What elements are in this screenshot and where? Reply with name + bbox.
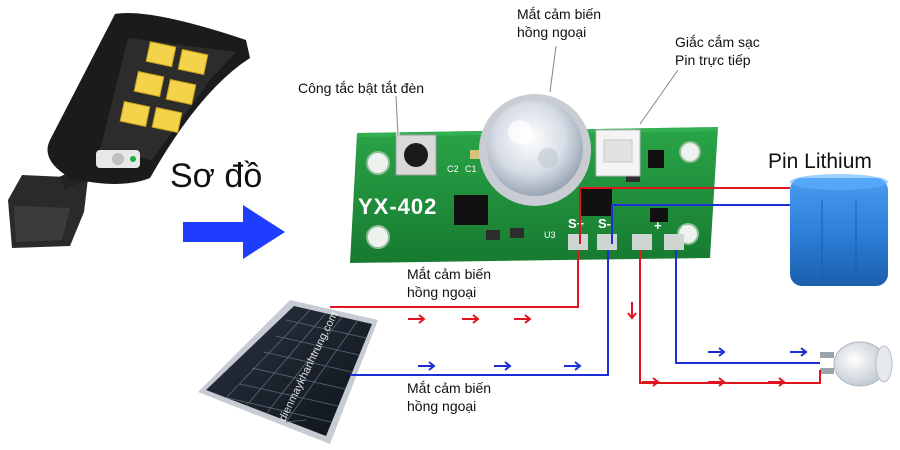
wire-blue-solar	[350, 250, 609, 376]
board-model: YX-402	[358, 194, 437, 219]
label-charging-socket-line1: Giắc cắm sạc	[675, 34, 760, 50]
flow-arrows	[408, 302, 808, 387]
diagram-title: Sơ đồ	[170, 157, 263, 195]
wire-blue-led	[675, 250, 820, 364]
led-bulb-icon	[820, 341, 893, 387]
label-pir-sensor: Mắt cảm biến hồng ngoại	[517, 5, 601, 41]
label-wire-blue-bottom: Mắt cảm biến hồng ngoại	[407, 379, 491, 415]
charging-socket	[595, 129, 641, 177]
wire-red-solar	[330, 250, 579, 308]
silk-b-plus: +	[654, 218, 662, 233]
wire-red-battery	[579, 187, 790, 244]
pir-dome-icon	[479, 94, 591, 206]
label-wire-red-top-line2: hồng ngoại	[407, 284, 477, 300]
label-wire-red-top-line1: Mắt cảm biến	[407, 266, 492, 282]
label-pir-sensor-line1: Mắt cảm biến	[517, 6, 602, 22]
silk-s-minus: S-	[598, 216, 611, 231]
silk-b-minus: -	[682, 218, 686, 233]
wire-blue-battery	[611, 204, 790, 244]
label-wire-red-top: Mắt cảm biến hồng ngoại	[407, 265, 491, 301]
pcb-board: YX-402 C1 C2 U3 S+ S- + -	[350, 94, 718, 263]
silk-c1: C1	[465, 164, 477, 174]
label-wire-blue-bottom-line1: Mắt cảm biến	[407, 380, 492, 396]
label-battery: Pin Lithium	[768, 150, 872, 173]
silk-c2: C2	[447, 164, 459, 174]
wire-red-led	[639, 250, 821, 384]
label-charging-socket-line2: Pin trực tiếp	[675, 52, 751, 68]
street-light-icon	[8, 13, 250, 248]
direction-arrow-icon	[183, 205, 285, 259]
solar-panel-icon	[198, 300, 378, 444]
label-charging-socket: Giắc cắm sạc Pin trực tiếp	[675, 33, 760, 69]
label-pir-sensor-line2: hồng ngoại	[517, 24, 587, 40]
silk-u3: U3	[544, 230, 556, 240]
push-switch-icon	[395, 134, 437, 176]
label-wire-blue-bottom-line2: hồng ngoại	[407, 398, 477, 414]
battery-pack-icon	[790, 174, 888, 286]
label-switch: Công tắc bật tắt đèn	[298, 80, 425, 96]
silk-s-plus: S+	[568, 216, 585, 231]
wiring	[330, 187, 821, 384]
